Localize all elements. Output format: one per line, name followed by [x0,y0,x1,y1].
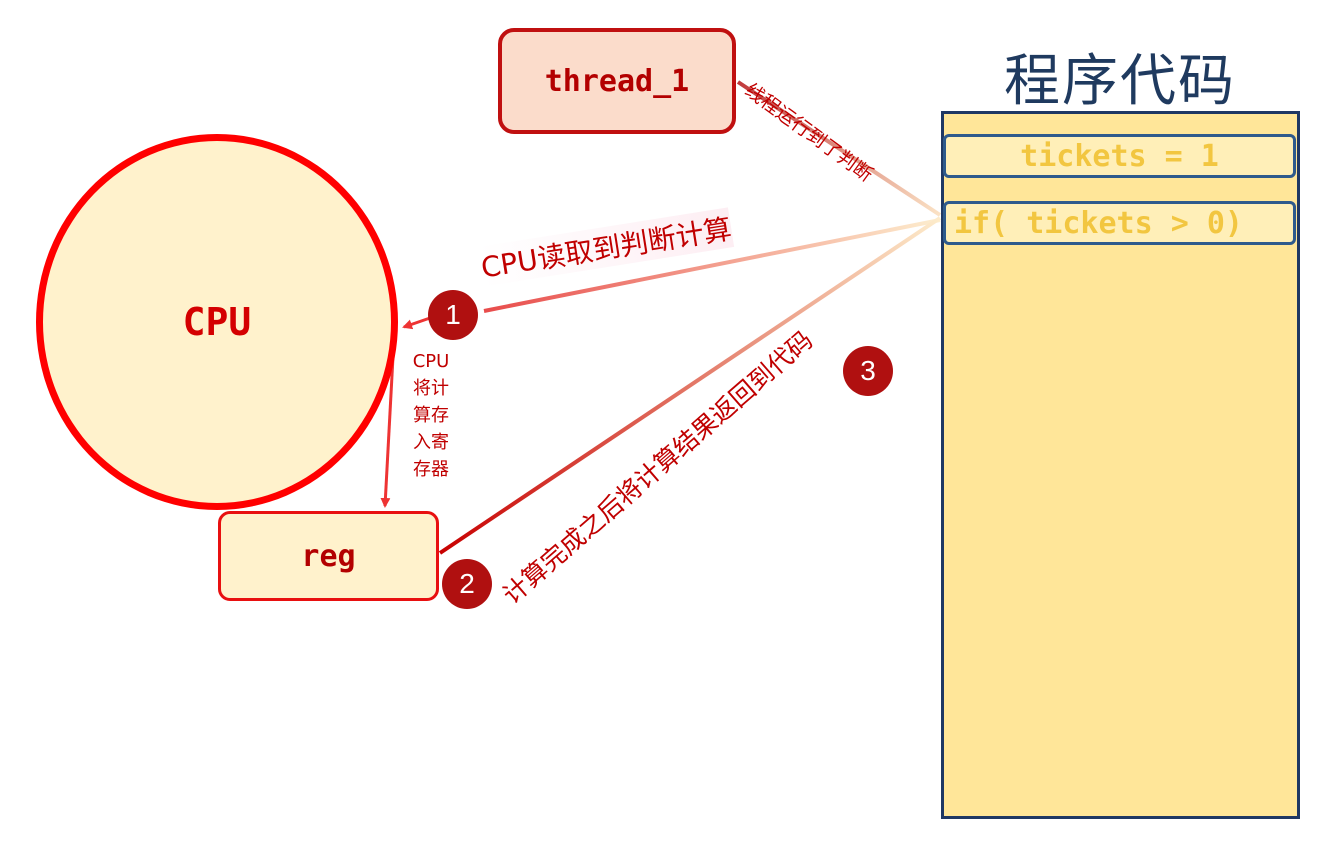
cpu-store-line: 将计 [413,378,449,399]
thread-to-code-arrow [736,80,942,217]
register-box: reg [218,511,439,601]
step-badge-1: 1 [428,290,478,340]
cpu-label: CPU [182,300,252,344]
reg-to-code-arrow [438,216,942,555]
cpu-store-line: 入寄 [413,432,449,453]
cpu-store-label: CPU 将计 算存 入寄 存器 [404,348,458,483]
thread-label: thread_1 [544,63,690,99]
cpu-store-line: 存器 [413,459,449,480]
cpu-store-line: 算存 [413,405,449,426]
code-line-if-condition: if( tickets > 0) [943,201,1296,245]
code-line-tickets-assign: tickets = 1 [943,134,1296,178]
code-panel-title: 程序代码 [1004,49,1236,114]
badge-to-cpu-arrow [402,316,431,330]
step-badge-2: 2 [442,559,492,609]
cpu-circle: CPU [36,134,398,510]
register-label: reg [301,538,356,574]
code-to-cpu-arrow [483,218,941,313]
cpu-store-line: CPU [412,351,450,372]
thread-box: thread_1 [498,28,736,134]
step-badge-3: 3 [843,346,893,396]
